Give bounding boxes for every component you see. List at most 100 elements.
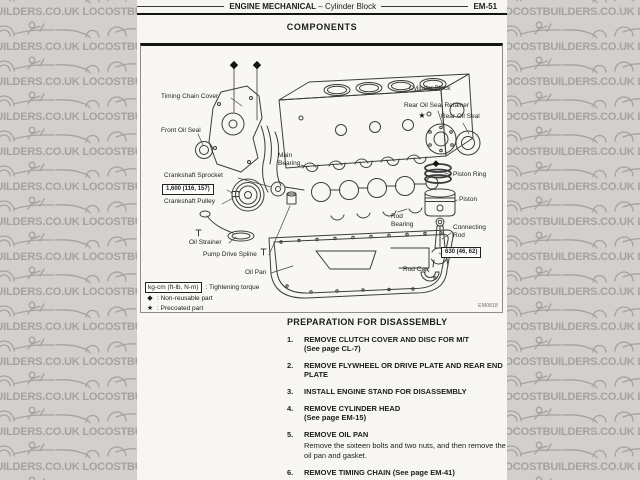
- preparation-item: 3.INSTALL ENGINE STAND FOR DISASSEMBLY: [287, 387, 507, 396]
- preparation-item: 6. REMOVE TIMING CHAIN (See page EM-41): [287, 468, 507, 477]
- locost-car-logo-icon: [28, 476, 45, 480]
- watermark-text: LOCOSTBUILDERS.CO.UK LOCOSTBUILDERS.CO.U…: [507, 146, 640, 158]
- watermark-unit: LOCOSTBUILDERS.CO.UK LOCOSTBUILDERS.CO.U…: [0, 474, 137, 480]
- preparation-item-body: INSTALL ENGINE STAND FOR DISASSEMBLY: [304, 387, 507, 396]
- label-front-oil-seal: Front Oil Seal: [161, 127, 201, 134]
- locost-car-logo-row: [0, 229, 137, 251]
- label-connecting-rod: Connecting Rod: [453, 224, 486, 239]
- label-timing-chain-cover: Timing Chain Cover: [161, 93, 219, 100]
- label-rod-bearing: Rod Bearing: [391, 213, 414, 228]
- watermark-text: LOCOSTBUILDERS.CO.UK LOCOSTBUILDERS.CO.U…: [0, 111, 137, 123]
- watermark-unit: LOCOSTBUILDERS.CO.UK LOCOSTBUILDERS.CO.U…: [0, 229, 137, 264]
- preparation-item-title: REMOVE FLYWHEEL OR DRIVE PLATE AND REAR …: [304, 361, 503, 379]
- label-rear-oil-seal: Rear Oil Seal: [441, 113, 480, 120]
- watermark-text: LOCOSTBUILDERS.CO.UK LOCOSTBUILDERS.CO.U…: [507, 76, 640, 88]
- non-reusable-marker-icon: ◆: [230, 58, 239, 71]
- watermark-unit: LOCOSTBUILDERS.CO.UK LOCOSTBUILDERS.CO.U…: [0, 124, 137, 159]
- non-reusable-marker-icon: ◆: [147, 295, 153, 302]
- label-crankshaft-pulley: Crankshaft Pulley: [164, 198, 215, 205]
- label-oil-pan: Oil Pan: [245, 269, 267, 276]
- page-code: EM-51: [473, 2, 498, 11]
- watermark-text: LOCOSTBUILDERS.CO.UK LOCOSTBUILDERS.CO.U…: [507, 391, 640, 403]
- locost-car-logo-icon: [0, 301, 137, 319]
- watermark-text: LOCOSTBUILDERS.CO.UK LOCOSTBUILDERS.CO.U…: [0, 181, 137, 193]
- locost-car-logo-row: [507, 439, 640, 461]
- watermark-text: LOCOSTBUILDERS.CO.UK LOCOSTBUILDERS.CO.U…: [0, 76, 137, 88]
- locost-car-logo-icon: [0, 161, 137, 179]
- locost-car-logo-row: [0, 404, 137, 426]
- locost-car-logo-icon: [516, 0, 634, 4]
- watermark-unit: LOCOSTBUILDERS.CO.UK LOCOSTBUILDERS.CO.U…: [507, 229, 640, 264]
- locost-car-logo-icon: [0, 266, 137, 284]
- watermark-text: LOCOSTBUILDERS.CO.UK LOCOSTBUILDERS.CO.U…: [0, 6, 137, 18]
- locost-car-logo-icon: [9, 0, 127, 4]
- preparation-item: 1.REMOVE CLUTCH COVER AND DISC FOR M/T(S…: [287, 335, 507, 353]
- watermark-unit: LOCOSTBUILDERS.CO.UK LOCOSTBUILDERS.CO.U…: [507, 124, 640, 159]
- locost-car-logo-row: [0, 0, 137, 6]
- locost-car-logo-icon: [507, 301, 640, 319]
- locost-car-logo-icon: [0, 406, 137, 424]
- locost-car-logo-icon: [0, 336, 137, 354]
- legend-non-reusable-desc: : Non-reusable part: [157, 295, 213, 302]
- header-title: ENGINE MECHANICAL – Cylinder Block: [224, 2, 381, 11]
- locost-car-logo-row: [507, 194, 640, 216]
- watermark-text: LOCOSTBUILDERS.CO.UK LOCOSTBUILDERS.CO.U…: [507, 286, 640, 298]
- preparation-item-body: REMOVE FLYWHEEL OR DRIVE PLATE AND REAR …: [304, 361, 507, 379]
- preparation-item-number: 4.: [287, 404, 294, 413]
- watermark-text: LOCOSTBUILDERS.CO.UK LOCOSTBUILDERS.CO.U…: [507, 356, 640, 368]
- label-pump-drive-spline: Pump Drive Spline: [203, 251, 257, 258]
- locost-car-logo-icon: [507, 266, 640, 284]
- preparation-item-title: REMOVE TIMING CHAIN (See page EM-41): [304, 468, 455, 477]
- watermark-unit: LOCOSTBUILDERS.CO.UK LOCOSTBUILDERS.CO.U…: [507, 19, 640, 54]
- torque-rod-cap: 630 (46, 62): [441, 247, 482, 258]
- watermark-text: LOCOSTBUILDERS.CO.UK LOCOSTBUILDERS.CO.U…: [507, 181, 640, 193]
- locost-car-logo-row: [507, 89, 640, 111]
- locost-car-logo-row: [0, 439, 137, 461]
- locost-car-logo-row: [0, 54, 137, 76]
- locost-car-logo-icon: [507, 371, 640, 389]
- locost-car-logo-icon: [0, 441, 137, 459]
- watermark-text: LOCOSTBUILDERS.CO.UK LOCOSTBUILDERS.CO.U…: [0, 426, 137, 438]
- locost-car-logo-row: [507, 334, 640, 356]
- locost-car-logo-icon: [535, 476, 552, 480]
- watermark-unit: LOCOSTBUILDERS.CO.UK LOCOSTBUILDERS.CO.U…: [507, 439, 640, 474]
- watermark-unit: LOCOSTBUILDERS.CO.UK LOCOSTBUILDERS.CO.U…: [0, 194, 137, 229]
- watermark-stack: LOCOSTBUILDERS.CO.UK LOCOSTBUILDERS.CO.U…: [507, 0, 640, 480]
- locost-car-logo-icon: [0, 21, 137, 39]
- locost-car-logo-row: [0, 334, 137, 356]
- watermark-unit: LOCOSTBUILDERS.CO.UK LOCOSTBUILDERS.CO.U…: [507, 334, 640, 369]
- watermark-text: LOCOSTBUILDERS.CO.UK LOCOSTBUILDERS.CO.U…: [0, 216, 137, 228]
- locost-car-logo-row: [507, 124, 640, 146]
- preparation-item-page-ref: (See page CL-7): [304, 344, 361, 353]
- locost-car-logo-row: [507, 19, 640, 41]
- header-subsection: Cylinder Block: [324, 2, 377, 11]
- legend-torque-unit: kg-cm (ft-lb, N-m): [145, 282, 202, 293]
- locost-car-logo-icon: [507, 161, 640, 179]
- label-piston: Piston: [459, 196, 478, 203]
- locost-car-logo-row: [507, 54, 640, 76]
- torque-crankshaft-pulley: 1,600 (116, 157): [162, 184, 214, 195]
- preparation-item-body: REMOVE TIMING CHAIN (See page EM-41): [304, 468, 507, 477]
- legend-row-precoated: ★ : Precoated part: [145, 304, 259, 313]
- watermark-text: LOCOSTBUILDERS.CO.UK LOCOSTBUILDERS.CO.U…: [507, 321, 640, 333]
- watermark-text: LOCOSTBUILDERS.CO.UK LOCOSTBUILDERS.CO.U…: [0, 286, 137, 298]
- preparation-title: PREPARATION FOR DISASSEMBLY: [287, 317, 448, 327]
- manual-page: ENGINE MECHANICAL – Cylinder Block EM-51…: [137, 0, 507, 480]
- watermark-unit: LOCOSTBUILDERS.CO.UK LOCOSTBUILDERS.CO.U…: [507, 369, 640, 404]
- label-crankshaft-sprocket: Crankshaft Sprocket: [164, 172, 223, 179]
- page-header: ENGINE MECHANICAL – Cylinder Block EM-51: [137, 0, 507, 15]
- preparation-item-number: 6.: [287, 468, 294, 477]
- watermark-unit: LOCOSTBUILDERS.CO.UK LOCOSTBUILDERS.CO.U…: [507, 194, 640, 229]
- locost-car-logo-row: [507, 264, 640, 286]
- diagram-legend: kg-cm (ft-lb, N-m) : Tightening torque ◆…: [145, 282, 259, 314]
- watermark-text: LOCOSTBUILDERS.CO.UK LOCOSTBUILDERS.CO.U…: [0, 391, 137, 403]
- watermark-text: LOCOSTBUILDERS.CO.UK LOCOSTBUILDERS.CO.U…: [507, 426, 640, 438]
- watermark-unit: LOCOSTBUILDERS.CO.UK LOCOSTBUILDERS.CO.U…: [0, 439, 137, 474]
- watermark-text: LOCOSTBUILDERS.CO.UK LOCOSTBUILDERS.CO.U…: [507, 461, 640, 473]
- watermark-unit: LOCOSTBUILDERS.CO.UK LOCOSTBUILDERS.CO.U…: [0, 19, 137, 54]
- preparation-item-title: INSTALL ENGINE STAND FOR DISASSEMBLY: [304, 387, 467, 396]
- components-diagram: ◆ ◆ ◆ ★ Timing Chain Cover Front Oil Sea…: [140, 43, 503, 313]
- locost-car-logo-icon: [507, 196, 640, 214]
- header-rule-mid: [381, 6, 469, 7]
